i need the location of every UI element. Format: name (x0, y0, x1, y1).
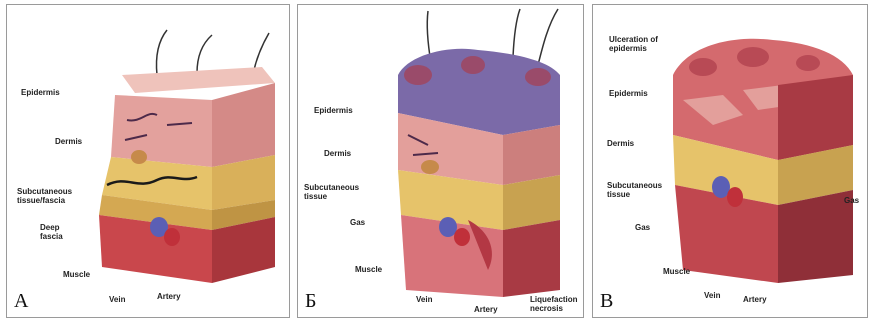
label-ulceration: Ulceration of epidermis (609, 35, 665, 53)
label-vein: Vein (416, 295, 432, 304)
panel-letter: В (600, 290, 613, 313)
skin-cross-section-normal (7, 5, 290, 318)
label-gas: Gas (350, 218, 365, 227)
panel-a: Epidermis Dermis Subcutaneous tissue/fas… (6, 4, 290, 318)
label-muscle: Muscle (63, 270, 90, 279)
label-vein: Vein (704, 291, 720, 300)
label-gas-left: Gas (635, 223, 650, 232)
panel-c: Ulceration of epidermis Epidermis Dermis… (592, 4, 868, 318)
label-epidermis: Epidermis (609, 89, 648, 98)
label-muscle: Muscle (663, 267, 690, 276)
label-epidermis: Epidermis (314, 106, 353, 115)
label-muscle: Muscle (355, 265, 382, 274)
label-dermis: Dermis (55, 137, 82, 146)
label-artery: Artery (743, 295, 767, 304)
panel-letter: Б (305, 290, 316, 313)
label-dermis: Dermis (607, 139, 634, 148)
panel-b: Epidermis Dermis Subcutaneous tissue Gas… (297, 4, 584, 318)
label-liquefaction-necrosis: Liquefaction necrosis (530, 295, 578, 313)
label-subcutaneous: Subcutaneous tissue (607, 181, 669, 199)
label-epidermis: Epidermis (21, 88, 60, 97)
skin-cross-section-liquefaction (298, 5, 584, 318)
panel-letter: А (14, 290, 28, 313)
label-vein: Vein (109, 295, 125, 304)
label-subcutaneous: Subcutaneous tissue (304, 183, 366, 201)
label-deep-fascia: Deep fascia (40, 223, 70, 241)
label-artery: Artery (157, 292, 181, 301)
label-dermis: Dermis (324, 149, 351, 158)
label-subcutaneous: Subcutaneous tissue/fascia (17, 187, 77, 205)
label-artery: Artery (474, 305, 498, 314)
label-gas-right: Gas (844, 196, 859, 205)
